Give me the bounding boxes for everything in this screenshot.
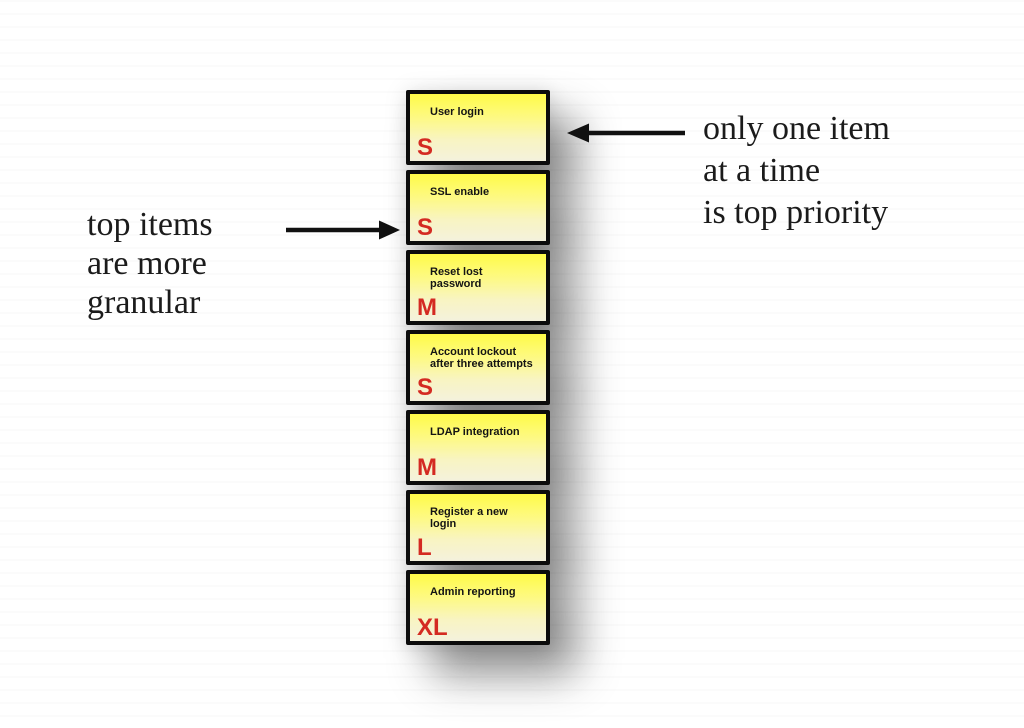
card-title: Account lockout after three attempts bbox=[430, 346, 533, 370]
note-top-priority-line: is top priority bbox=[703, 194, 889, 231]
backlog-card: SSL enable S bbox=[406, 170, 550, 245]
backlog-card: Register a new login L bbox=[406, 490, 550, 565]
size-badge: XL bbox=[417, 614, 448, 641]
note-granular-line: top items bbox=[87, 206, 213, 243]
note-top-priority-line: only one item bbox=[703, 110, 890, 147]
card-title: User login bbox=[430, 106, 484, 118]
note-top-priority-line: at a time bbox=[703, 152, 821, 189]
size-badge: L bbox=[417, 534, 432, 561]
card-title: Register a new login bbox=[430, 506, 508, 530]
card-title: LDAP integration bbox=[430, 426, 520, 438]
note-granular: top items are more granular bbox=[87, 205, 213, 322]
backlog-card: Account lockout after three attempts S bbox=[406, 330, 550, 405]
size-badge: M bbox=[417, 294, 437, 321]
note-granular-line: are more bbox=[87, 245, 207, 282]
backlog-card: Admin reporting XL bbox=[406, 570, 550, 645]
priority-stack: User login S SSL enable S Reset lost pas… bbox=[406, 90, 550, 650]
arrow-right-icon bbox=[286, 220, 400, 240]
card-title: Admin reporting bbox=[430, 586, 516, 598]
size-badge: M bbox=[417, 454, 437, 481]
card-title: Reset lost password bbox=[430, 266, 483, 290]
size-badge: S bbox=[417, 374, 434, 401]
size-badge: S bbox=[417, 214, 434, 241]
backlog-card: User login S bbox=[406, 90, 550, 165]
size-badge: S bbox=[417, 134, 434, 161]
arrow-left-icon bbox=[567, 123, 685, 143]
backlog-card: Reset lost password M bbox=[406, 250, 550, 325]
note-top-priority: only one item at a time is top priority bbox=[703, 108, 890, 234]
backlog-card: LDAP integration M bbox=[406, 410, 550, 485]
card-title: SSL enable bbox=[430, 186, 490, 198]
note-granular-line: granular bbox=[87, 284, 201, 321]
